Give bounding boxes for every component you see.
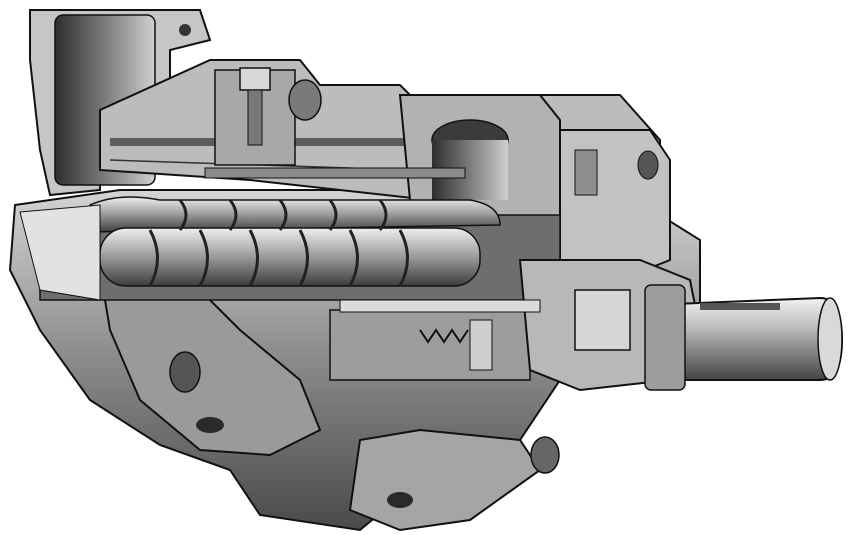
right-base-foot (348, 428, 542, 532)
end-cover-setscrew (574, 149, 598, 196)
foot-bolt-hole-left (196, 417, 224, 433)
idler-screw (89, 196, 501, 233)
relief-valve-bolt-head (239, 67, 271, 91)
casing-groove (110, 138, 560, 146)
screw-threads (148, 199, 409, 287)
mechanical-seal-housing (329, 309, 531, 381)
cutaway-plane (19, 204, 101, 301)
bearing-clamp (574, 289, 631, 351)
top-plug (288, 79, 322, 121)
casing-drain-plug (530, 436, 560, 474)
foot-bolt-hole-right (387, 492, 413, 508)
tie-rod (204, 167, 466, 179)
flange-bolt-hole (179, 24, 191, 36)
cutaway-plane-rear (339, 299, 541, 313)
shaft-keyway (700, 303, 780, 310)
relief-valve-stem (247, 89, 263, 146)
shaft-collar (644, 284, 686, 391)
end-cover-bolt (637, 150, 659, 180)
seal-spring (419, 328, 469, 344)
seal-ring (469, 319, 493, 371)
casing-side-boss (169, 351, 201, 393)
shaft-end-face (817, 297, 843, 381)
